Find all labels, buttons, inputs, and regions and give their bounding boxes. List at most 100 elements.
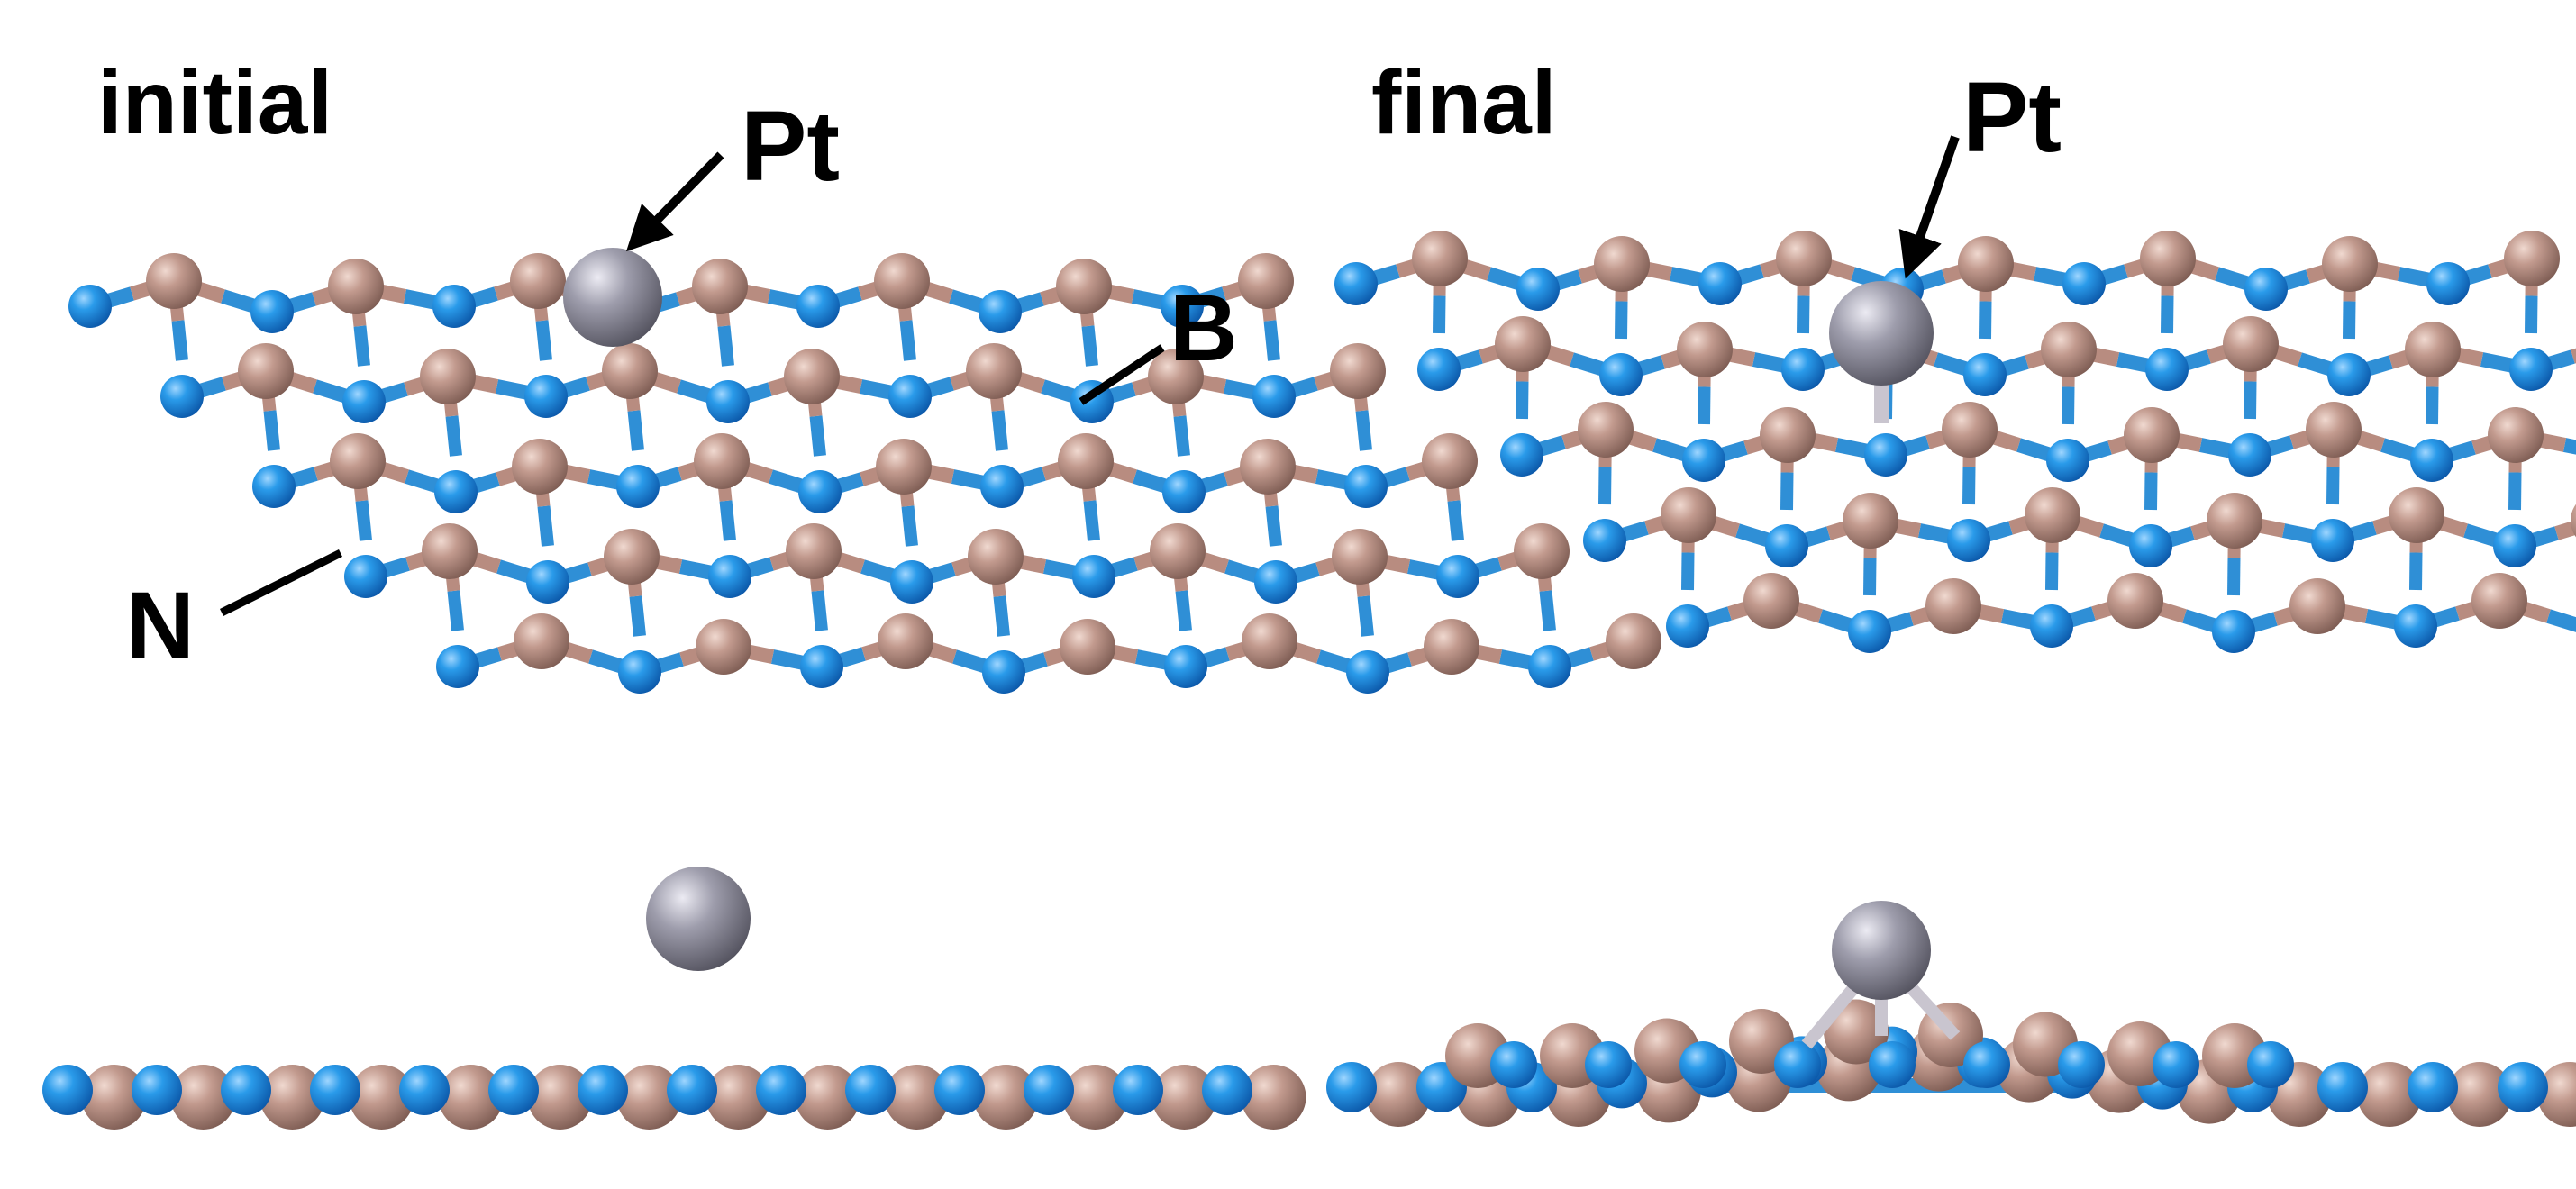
nitrogen-atom [1869, 1041, 1916, 1088]
boron-atom [1776, 231, 1832, 286]
nitrogen-atom [979, 290, 1022, 333]
boron-atom [1366, 1062, 1431, 1127]
boron-atom [1238, 253, 1294, 309]
boron-atom [786, 523, 842, 579]
boron-atom [973, 1065, 1039, 1130]
nitrogen-atom [42, 1065, 93, 1115]
boron-atom [2124, 407, 2180, 463]
nitrogen-atom [1682, 439, 1725, 482]
bond [1357, 595, 1374, 637]
bond [1173, 415, 1190, 457]
bond [2554, 520, 2576, 540]
nitrogen-atom [1516, 268, 1560, 311]
boron-atom [259, 1065, 325, 1130]
bond [1081, 325, 1098, 367]
nitrogen-atom [1765, 524, 1808, 567]
nitrogen-atom [68, 285, 112, 328]
bond [171, 320, 188, 361]
bond [901, 505, 918, 547]
nitrogen-atom [2498, 1062, 2548, 1112]
pt-atom-initial-top [563, 248, 662, 347]
boron-atom [1242, 613, 1297, 669]
nitrogen-atom [618, 650, 661, 694]
nitrogen-atom [1781, 348, 1825, 391]
nitrogen-atom [252, 465, 296, 508]
nitrogen-atom [2058, 1041, 2105, 1088]
boron-atom [2322, 236, 2378, 292]
boron-atom [1661, 487, 1716, 543]
bond [1797, 295, 1810, 334]
boron-atom [1760, 407, 1816, 463]
nitrogen-atom [2311, 519, 2354, 562]
nitrogen-atom [1583, 519, 1626, 562]
pt-atom-initial-side [646, 867, 751, 971]
boron-atom [1062, 1065, 1128, 1130]
nitrogen-atom [2410, 439, 2453, 482]
panel-final-side [1326, 901, 2576, 1127]
nitrogen-atom [524, 375, 568, 418]
bond [991, 410, 1008, 451]
nitrogen-atom [1326, 1062, 1377, 1112]
bond [1447, 500, 1464, 541]
nitrogen-atom [2247, 1041, 2294, 1088]
boron-atom [604, 529, 660, 585]
boron-atom [784, 349, 840, 404]
bond [353, 325, 370, 367]
bond [2227, 558, 2241, 596]
boron-atom [1925, 578, 1981, 634]
boron-atom [527, 1065, 593, 1130]
boron-atom [874, 253, 930, 309]
nitrogen-atom [1963, 353, 2007, 396]
nitrogen-atom [1113, 1065, 1163, 1115]
boron-atom [968, 529, 1024, 585]
bond [1516, 381, 1529, 420]
nitrogen-atom [434, 470, 478, 513]
bond [2571, 348, 2576, 364]
bond [445, 415, 462, 457]
boron-atom [510, 253, 566, 309]
bond [1175, 590, 1192, 631]
boron-atom [966, 343, 1022, 399]
nitrogen-atom [436, 645, 479, 688]
nitrogen-atom [2212, 610, 2255, 653]
nitrogen-atom [2153, 1041, 2199, 1088]
nitrogen-atom [756, 1065, 806, 1115]
nitrogen-atom [1346, 650, 1389, 694]
nitrogen-atom [1417, 348, 1461, 391]
bond [993, 595, 1010, 637]
nitrogen-atom [2145, 348, 2189, 391]
pt-arrow-initial [626, 151, 724, 252]
nitrogen-atom [708, 555, 751, 598]
boron-leader-line [1079, 344, 1165, 405]
nitrogen-atom [342, 380, 386, 423]
boron-atom [2025, 487, 2080, 543]
nitrogen-atom [845, 1065, 896, 1115]
nitrogen-atom [1202, 1065, 1252, 1115]
bond [627, 410, 644, 451]
pt-label-final: Pt [1962, 62, 2062, 173]
bond [2144, 472, 2158, 511]
bond [2244, 381, 2257, 420]
boron-atom [1056, 259, 1112, 314]
nitrogen-atom [488, 1065, 539, 1115]
bond [1681, 552, 1695, 591]
bond [1433, 295, 1446, 334]
nitrogen-atom [2327, 353, 2371, 396]
boron-atom [2223, 316, 2279, 372]
boron-atom [2488, 407, 2544, 463]
bond [1539, 590, 1556, 631]
boron-atom [81, 1065, 147, 1130]
boron-atom [2447, 1062, 2512, 1127]
pt-label-initial: Pt [741, 91, 840, 202]
bonds-layer [87, 274, 1636, 679]
boron-atom [422, 523, 478, 579]
nitrogen-atom [160, 375, 204, 418]
nitrogen-atom [1252, 375, 1296, 418]
bond [2525, 295, 2538, 334]
nitrogen-atom [2408, 1062, 2458, 1112]
nitrogen-atom [1774, 1041, 1821, 1088]
nitrogen-atom [2509, 348, 2553, 391]
bond [1962, 467, 1976, 505]
boron-atom [1240, 439, 1296, 495]
boron-atom [1424, 619, 1479, 675]
